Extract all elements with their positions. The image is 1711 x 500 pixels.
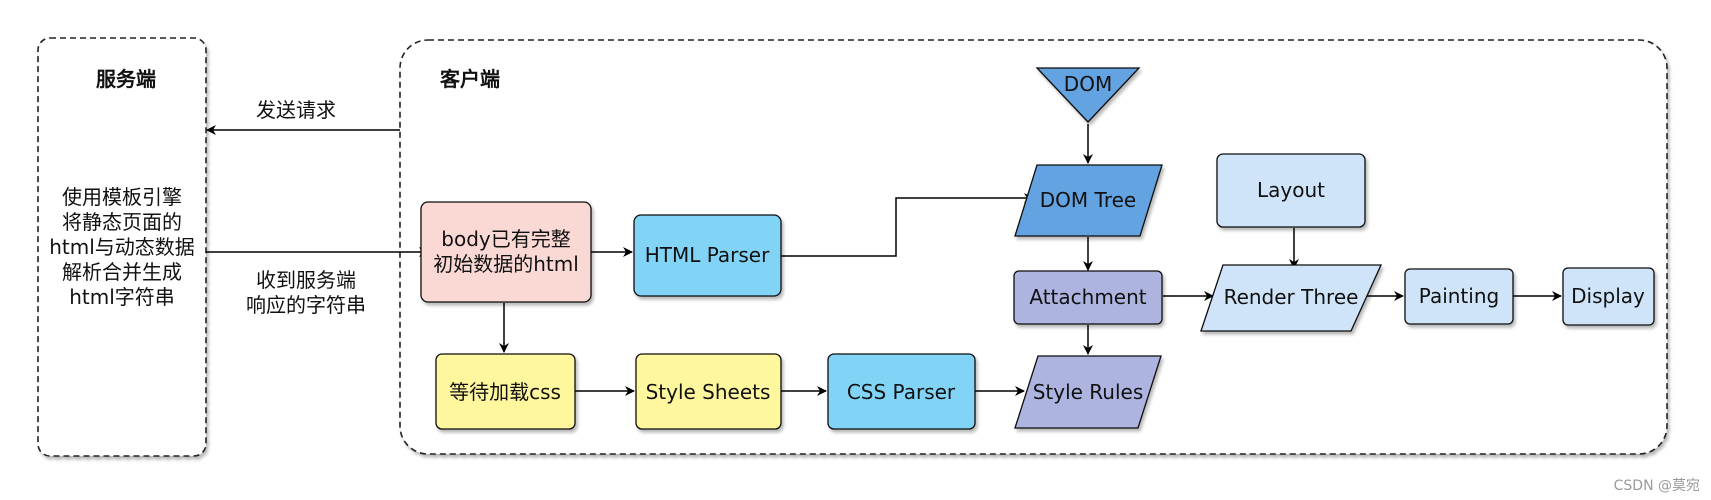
server-desc-line-4: 解析合并生成 [62,260,182,284]
node-layout: Layout [1216,153,1366,228]
server-title: 服务端 [96,67,156,91]
server-container: 服务端 使用模板引擎 将静态页面的 html与动态数据 解析合并生成 html字… [37,37,207,457]
node-render-three: Render Three [1200,264,1383,332]
node-wait-css-label: 等待加载css [449,380,561,404]
watermark: CSDN @莫宛 [1614,478,1700,494]
node-html-parser-label: HTML Parser [645,243,770,267]
send-request-label: 发送请求 [256,98,336,122]
server-desc-line-1: 使用模板引擎 [62,185,182,209]
node-style-sheets-label: Style Sheets [646,380,771,404]
response-arrow: 收到服务端 响应的字符串 [206,247,429,317]
node-dom-tree-label: DOM Tree [1040,188,1136,212]
node-attachment: Attachment [1013,270,1163,325]
node-render-three-label: Render Three [1224,285,1359,309]
node-painting-label: Painting [1419,284,1499,308]
node-style-rules-label: Style Rules [1033,380,1144,404]
node-painting: Painting [1404,268,1514,325]
client-title: 客户端 [439,67,500,91]
node-dom: DOM [1035,67,1141,123]
server-desc-line-2: 将静态页面的 [62,210,182,234]
node-dom-label: DOM [1064,72,1112,96]
node-body-html: body已有完整 初始数据的html [420,201,592,303]
node-layout-label: Layout [1257,178,1325,202]
node-css-parser-label: CSS Parser [847,380,956,404]
receive-label-line-2: 响应的字符串 [246,293,366,317]
server-desc-line-3: html与动态数据 [49,235,195,259]
node-display: Display [1562,267,1655,326]
node-css-parser: CSS Parser [827,353,976,430]
client-container: 客户端 [399,39,1668,455]
node-attachment-label: Attachment [1029,285,1146,309]
node-display-label: Display [1571,284,1645,308]
node-body-html-line-1: body已有完整 [441,227,570,251]
node-body-html-line-2: 初始数据的html [433,252,579,276]
node-wait-css: 等待加载css [435,353,576,430]
receive-label-line-1: 收到服务端 [256,268,356,292]
node-style-sheets: Style Sheets [635,353,782,430]
request-arrow: 发送请求 [206,98,400,135]
server-desc-line-5: html字符串 [69,285,175,309]
node-style-rules: Style Rules [1014,355,1162,429]
node-dom-tree: DOM Tree [1014,164,1163,237]
node-html-parser: HTML Parser [633,214,782,297]
